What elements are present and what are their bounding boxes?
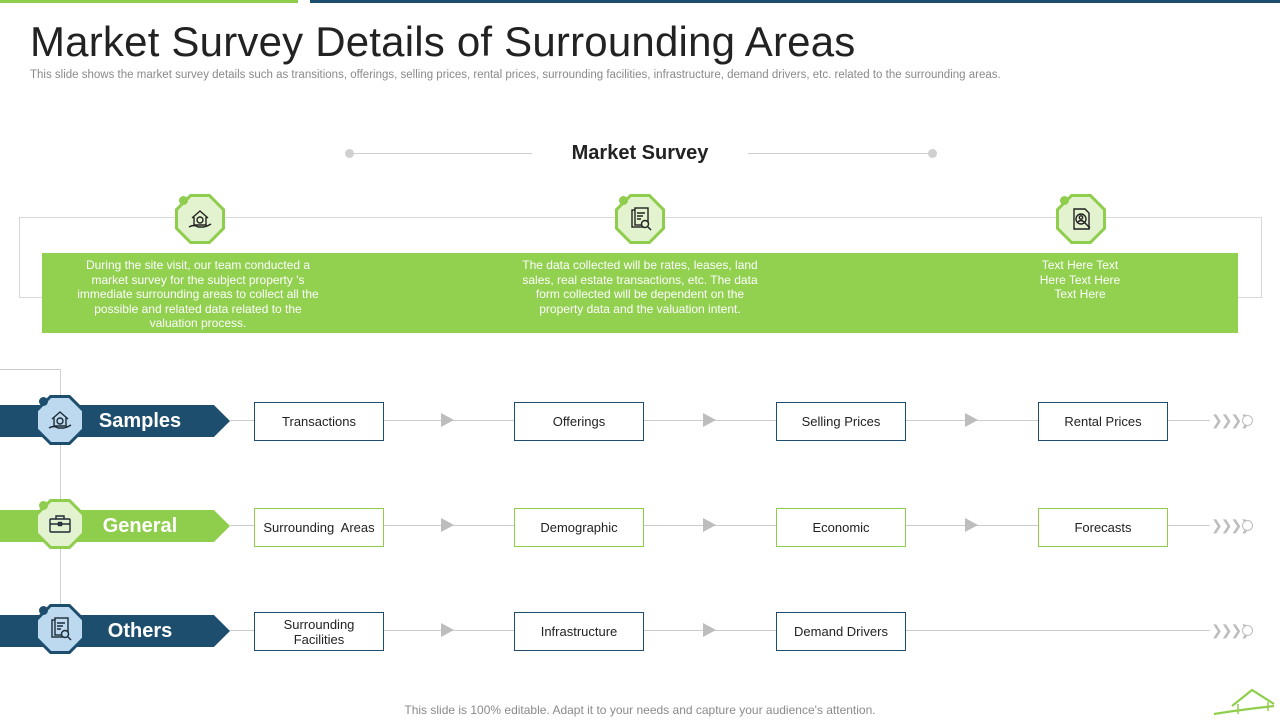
survey-text-1: During the site visit, our team conducte… bbox=[77, 258, 319, 330]
header-left-line bbox=[350, 153, 532, 154]
house-money-icon bbox=[188, 210, 212, 228]
general-arrow-1 bbox=[441, 518, 454, 532]
samples-box-selling-prices: Selling Prices bbox=[776, 402, 906, 441]
survey-icon-3-dot bbox=[1060, 196, 1069, 205]
samples-arrow-3 bbox=[965, 413, 978, 427]
survey-icon-1-dot bbox=[179, 196, 188, 205]
user-search-icon bbox=[1073, 208, 1091, 230]
samples-box-transactions: Transactions bbox=[254, 402, 384, 441]
others-box-demand-drivers: Demand Drivers bbox=[776, 612, 906, 651]
samples-chevrons: ❯❯❯❯ bbox=[1211, 412, 1252, 428]
samples-arrow-1 bbox=[441, 413, 454, 427]
general-box-surrounding-areas: Surrounding Areas bbox=[254, 508, 384, 547]
samples-box-rental-prices: Rental Prices bbox=[1038, 402, 1168, 441]
others-end-circle bbox=[1242, 625, 1253, 636]
top-accent-green bbox=[0, 0, 298, 3]
general-arrow-2 bbox=[703, 518, 716, 532]
others-arrow-1 bbox=[441, 623, 454, 637]
row-samples-line bbox=[230, 420, 1210, 421]
top-accent-navy bbox=[310, 0, 1280, 3]
briefcase-icon bbox=[49, 515, 71, 533]
row-samples-label: Samples bbox=[0, 405, 230, 437]
header-right-dot bbox=[928, 149, 937, 158]
row-general-line bbox=[230, 525, 1210, 526]
survey-text-2: The data collected will be rates, leases… bbox=[522, 258, 758, 316]
row-others-icon-dot bbox=[39, 606, 48, 615]
general-end-circle bbox=[1242, 520, 1253, 531]
others-chevrons: ❯❯❯❯ bbox=[1211, 622, 1252, 638]
slide-footer: This slide is 100% editable. Adapt it to… bbox=[404, 703, 876, 717]
others-box-surrounding-facilities: Surrounding Facilities bbox=[254, 612, 384, 651]
slide-subtitle: This slide shows the market survey detai… bbox=[30, 69, 1001, 81]
row-general-icon-dot bbox=[39, 501, 48, 510]
market-survey-title: Market Survey bbox=[571, 142, 709, 164]
row-others-line bbox=[230, 630, 1210, 631]
others-box-infrastructure: Infrastructure bbox=[514, 612, 644, 651]
general-arrow-3 bbox=[965, 518, 978, 532]
general-box-economic: Economic bbox=[776, 508, 906, 547]
survey-text-3: Text Here Text Here Text Here Text Here bbox=[1039, 258, 1121, 301]
house-money-icon bbox=[48, 411, 72, 429]
house-logo-icon bbox=[1213, 688, 1275, 716]
rows-top-stub bbox=[0, 369, 60, 370]
survey-icon-2-dot bbox=[619, 196, 628, 205]
document-search-icon bbox=[631, 207, 652, 231]
samples-box-offerings: Offerings bbox=[514, 402, 644, 441]
row-samples-icon-dot bbox=[39, 397, 48, 406]
samples-end-circle bbox=[1242, 415, 1253, 426]
row-others-label: Others bbox=[0, 615, 230, 647]
samples-arrow-2 bbox=[703, 413, 716, 427]
document-search-icon bbox=[51, 617, 72, 641]
slide-title: Market Survey Details of Surrounding Are… bbox=[30, 18, 856, 65]
others-arrow-2 bbox=[703, 623, 716, 637]
general-box-demographic: Demographic bbox=[514, 508, 644, 547]
survey-frame-corner-right bbox=[1238, 297, 1262, 298]
general-chevrons: ❯❯❯❯ bbox=[1211, 517, 1252, 533]
survey-frame-corner-left bbox=[19, 297, 43, 298]
general-box-forecasts: Forecasts bbox=[1038, 508, 1168, 547]
header-right-line bbox=[748, 153, 932, 154]
survey-band bbox=[42, 253, 1238, 333]
header-left-dot bbox=[345, 149, 354, 158]
row-general-label: General bbox=[0, 510, 230, 542]
